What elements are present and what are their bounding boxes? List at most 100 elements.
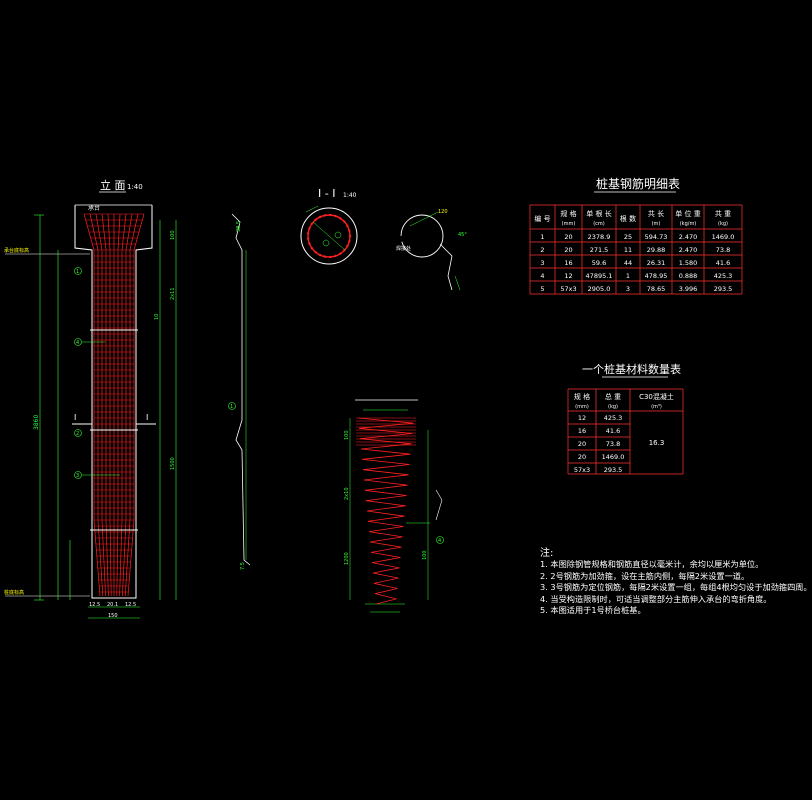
- elevation-scale: 1:40: [127, 183, 143, 191]
- steel-table-header: (kg): [718, 221, 728, 227]
- steel-table-header: 编 号: [534, 214, 550, 223]
- pile-bottom-elev-label: 桩底标高: [4, 589, 24, 596]
- section-view: I - I 1:40: [300, 187, 358, 265]
- material-table-cell: 57x3: [574, 466, 590, 474]
- svg-text:45°: 45°: [458, 232, 467, 238]
- steel-table-cell: 293.5: [714, 285, 733, 293]
- pile-cap-label: 承台: [88, 204, 100, 212]
- material-table-cell: 12: [578, 414, 586, 422]
- bottom-dim-1: 12.5: [89, 602, 100, 608]
- material-table-cell: 425.3: [604, 414, 623, 422]
- svg-text:4: 4: [438, 538, 441, 544]
- svg-text:100: 100: [170, 230, 176, 240]
- material-table-header: 总 重: [605, 392, 621, 401]
- svg-text:3: 3: [76, 473, 79, 479]
- steel-table-cell: 594.73: [645, 233, 668, 241]
- note-item: 3. 3号钢筋为定位钢筋，每隔2米设置一组，每组4根均匀设于加劲箍四周。: [540, 582, 812, 593]
- steel-table-cell: 425.3: [714, 272, 733, 280]
- steel-table-cell: 5: [540, 285, 544, 293]
- steel-table-cell: 20: [564, 246, 572, 254]
- material-table-cell: 41.6: [606, 427, 620, 435]
- steel-table-cell: 2.470: [679, 233, 698, 241]
- steel-table-cell: 0.888: [679, 272, 698, 280]
- cap-bottom-elev-label: 承台底标高: [4, 247, 29, 254]
- elevation-view: 立 面 1:40 承台 承台底标高 桩底标高 3860 100 2x11 10 …: [4, 178, 177, 619]
- steel-table-cell: 2905.0: [588, 285, 611, 293]
- svg-text:2: 2: [76, 431, 79, 437]
- material-table-header: C30混凝土: [639, 392, 674, 401]
- steel-table-cell: 3: [540, 259, 544, 267]
- steel-table-header: 共 长: [648, 209, 664, 218]
- section-title: I - I: [318, 187, 335, 200]
- elevation-title: 立 面: [100, 178, 126, 192]
- steel-table-header: 根 数: [620, 214, 636, 223]
- steel-table-header: (mm): [562, 221, 576, 227]
- steel-table-cell: 2.470: [679, 246, 698, 254]
- svg-text:7.5: 7.5: [240, 562, 246, 570]
- weld-label: 焊接处: [396, 245, 411, 252]
- steel-table-header: 规 格: [560, 209, 576, 218]
- steel-table-cell: 1: [626, 272, 630, 280]
- steel-table-cell: 4: [540, 272, 544, 280]
- material-table-header: (kg): [608, 404, 618, 410]
- svg-text:1: 1: [76, 269, 79, 275]
- steel-table-header: 单 根 长: [586, 209, 611, 218]
- material-table-title: 一个桩基材料数量表: [582, 362, 681, 376]
- svg-text:1: 1: [230, 404, 233, 410]
- svg-text:120: 120: [438, 209, 448, 215]
- note-item: 5. 本图适用于1号桥台桩基。: [540, 605, 646, 616]
- hoop-detail: 120 45° 焊接处: [396, 209, 467, 291]
- steel-table-cell: 26.31: [647, 259, 666, 267]
- svg-text:2x11: 2x11: [170, 287, 176, 300]
- steel-table-title: 桩基钢筋明细表: [596, 176, 680, 191]
- svg-text:100: 100: [344, 430, 350, 440]
- steel-table-cell: 2378.9: [588, 233, 611, 241]
- steel-table-cell: 57x3: [560, 285, 576, 293]
- spiral-detail: 100 2x10 1200 100 4: [344, 399, 444, 613]
- steel-table-cell: 3: [626, 285, 630, 293]
- svg-text:2x10: 2x10: [344, 487, 350, 500]
- material-table-cell: 20: [578, 453, 586, 461]
- steel-table-cell: 25: [624, 233, 632, 241]
- material-table-cell: 16: [578, 427, 586, 435]
- main-bar-detail: 1 38.5 7.5: [228, 213, 251, 570]
- steel-table-cell: 1469.0: [712, 233, 735, 241]
- note-item: 1. 本图除钢管规格和钢筋直径以毫米计，余均以厘米为单位。: [540, 559, 764, 570]
- steel-table-cell: 59.6: [592, 259, 606, 267]
- steel-table-cell: 12: [564, 272, 572, 280]
- steel-table-cell: 478.95: [645, 272, 668, 280]
- spiral-rebar: [356, 417, 416, 605]
- pile-height-dim: 3860: [33, 415, 40, 430]
- steel-table-cell: 16: [564, 259, 572, 267]
- steel-table-cell: 47895.1: [586, 272, 613, 280]
- steel-table-header: (m): [652, 221, 661, 227]
- steel-table-cell: 78.65: [647, 285, 666, 293]
- material-table-cell: 293.5: [604, 466, 623, 474]
- material-table-cell: 20: [578, 440, 586, 448]
- material-table-header: 规 格: [574, 392, 590, 401]
- steel-table-cell: 20: [564, 233, 572, 241]
- notes-block: 注: 1. 本图除钢管规格和钢筋直径以毫米计，余均以厘米为单位。 2. 2号钢筋…: [540, 548, 812, 616]
- elevation-bar-callouts: 1 4 2 3: [74, 267, 120, 479]
- section-main-bars: [306, 213, 352, 259]
- section-scale: 1:40: [343, 192, 357, 199]
- material-table-cell: 1469.0: [602, 453, 625, 461]
- svg-text:100: 100: [422, 550, 428, 560]
- material-table-header: (m³): [651, 404, 662, 410]
- note-item: 4. 当受构造限制时，可适当调整部分主筋伸入承台的弯折角度。: [540, 593, 772, 604]
- steel-table-header: 共 重: [715, 209, 731, 218]
- steel-table-header: 单 位 重: [675, 209, 700, 218]
- steel-table-cell: 271.5: [590, 246, 609, 254]
- steel-table-cell: 1.580: [679, 259, 698, 267]
- material-table-cell: 73.8: [606, 440, 620, 448]
- steel-table-header: (cm): [593, 221, 605, 227]
- section-mark-right: I: [146, 413, 148, 422]
- steel-table-header: (kg/m): [680, 221, 697, 227]
- steel-table-cell: 1: [540, 233, 544, 241]
- steel-table-cell: 41.6: [716, 259, 730, 267]
- steel-schedule-table: 桩基钢筋明细表 编 号 规 格 (mm) 单 根 长 (cm) 根 数 共 长 (m) 单 位 …: [529, 176, 743, 295]
- bottom-dim-3: 12.5: [125, 602, 136, 608]
- steel-table-cell: 2: [540, 246, 544, 254]
